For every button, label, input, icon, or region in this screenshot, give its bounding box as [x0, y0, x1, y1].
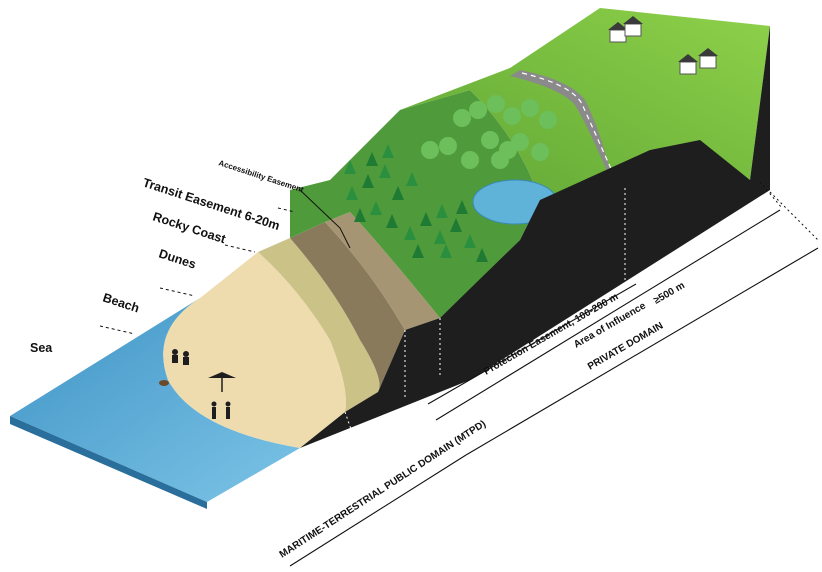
- beach-leader: [99, 325, 136, 335]
- broadleaf-tree: [481, 131, 499, 149]
- houses-group: [608, 16, 718, 75]
- broadleaf-tree: [453, 109, 471, 127]
- broadleaf-tree: [487, 95, 505, 113]
- label-dunes: Dunes: [157, 247, 198, 272]
- private-domain-arrow: [465, 247, 819, 456]
- land-front-face: [300, 26, 770, 448]
- label-area-of-influence-value: ≥500 m: [652, 280, 687, 307]
- conifer-tree: [346, 186, 358, 200]
- transit-leader: [277, 207, 296, 213]
- broadleaf-tree: [469, 101, 487, 119]
- conifer-tree: [382, 144, 394, 158]
- conifer-tree: [436, 204, 448, 218]
- conifer-tree: [362, 174, 374, 188]
- rocky-leader: [224, 244, 256, 253]
- conifer-tree: [386, 214, 398, 228]
- protection-easement-arrow: [427, 283, 637, 405]
- broadleaf-tree: [439, 137, 457, 155]
- area-of-influence-arrow: [435, 209, 781, 421]
- conifer-tree: [392, 186, 404, 200]
- conifer-tree: [420, 212, 432, 226]
- broadleaf-tree: [521, 99, 539, 117]
- conifer-tree: [370, 201, 382, 215]
- broadleaf-tree: [531, 143, 549, 161]
- conifer-tree: [464, 234, 476, 248]
- beach-sand: [163, 252, 346, 448]
- conifer-tree: [440, 244, 452, 258]
- accessibility-leader: [299, 189, 351, 249]
- boundary-line-1: [344, 411, 353, 433]
- label-accessibility-easement: Accessibility Easement: [217, 158, 305, 194]
- broadleaf-tree: [511, 133, 529, 151]
- broadleaf-tree: [461, 151, 479, 169]
- house: [678, 54, 698, 75]
- mtpd-arrow: [289, 454, 467, 567]
- conifer-tree: [366, 152, 378, 166]
- trees-group: [344, 95, 557, 262]
- dunes-leader: [159, 287, 196, 297]
- boundary-line-5: [759, 181, 783, 209]
- conifer-tree: [434, 230, 446, 244]
- conifer-tree: [456, 200, 468, 214]
- conifer-tree: [450, 218, 462, 232]
- house: [608, 22, 628, 43]
- sea-surface: [10, 298, 300, 502]
- broadleaf-tree: [539, 111, 557, 129]
- rocky-coast-band: [290, 222, 405, 392]
- transit-easement-band: [325, 212, 440, 330]
- conifer-tree: [379, 164, 391, 178]
- beach-people: [159, 349, 236, 419]
- conifer-tree: [406, 172, 418, 186]
- label-beach: Beach: [101, 291, 141, 316]
- conifer-tree: [354, 208, 366, 222]
- conifer-tree: [412, 244, 424, 258]
- broadleaf-tree: [421, 141, 439, 159]
- boundary-line-6: [769, 191, 819, 241]
- dunes-band: [258, 238, 380, 412]
- broadleaf-tree: [491, 151, 509, 169]
- label-rocky-coast: Rocky Coast: [151, 210, 228, 247]
- label-sea: Sea: [30, 341, 53, 355]
- conifer-tree: [476, 248, 488, 262]
- conifer-tree: [404, 226, 416, 240]
- house: [623, 16, 643, 37]
- road-marking: [521, 72, 617, 181]
- conifer-tree: [344, 160, 356, 174]
- house: [698, 48, 718, 69]
- sea-front-face: [10, 416, 207, 509]
- broadleaf-tree: [503, 107, 521, 125]
